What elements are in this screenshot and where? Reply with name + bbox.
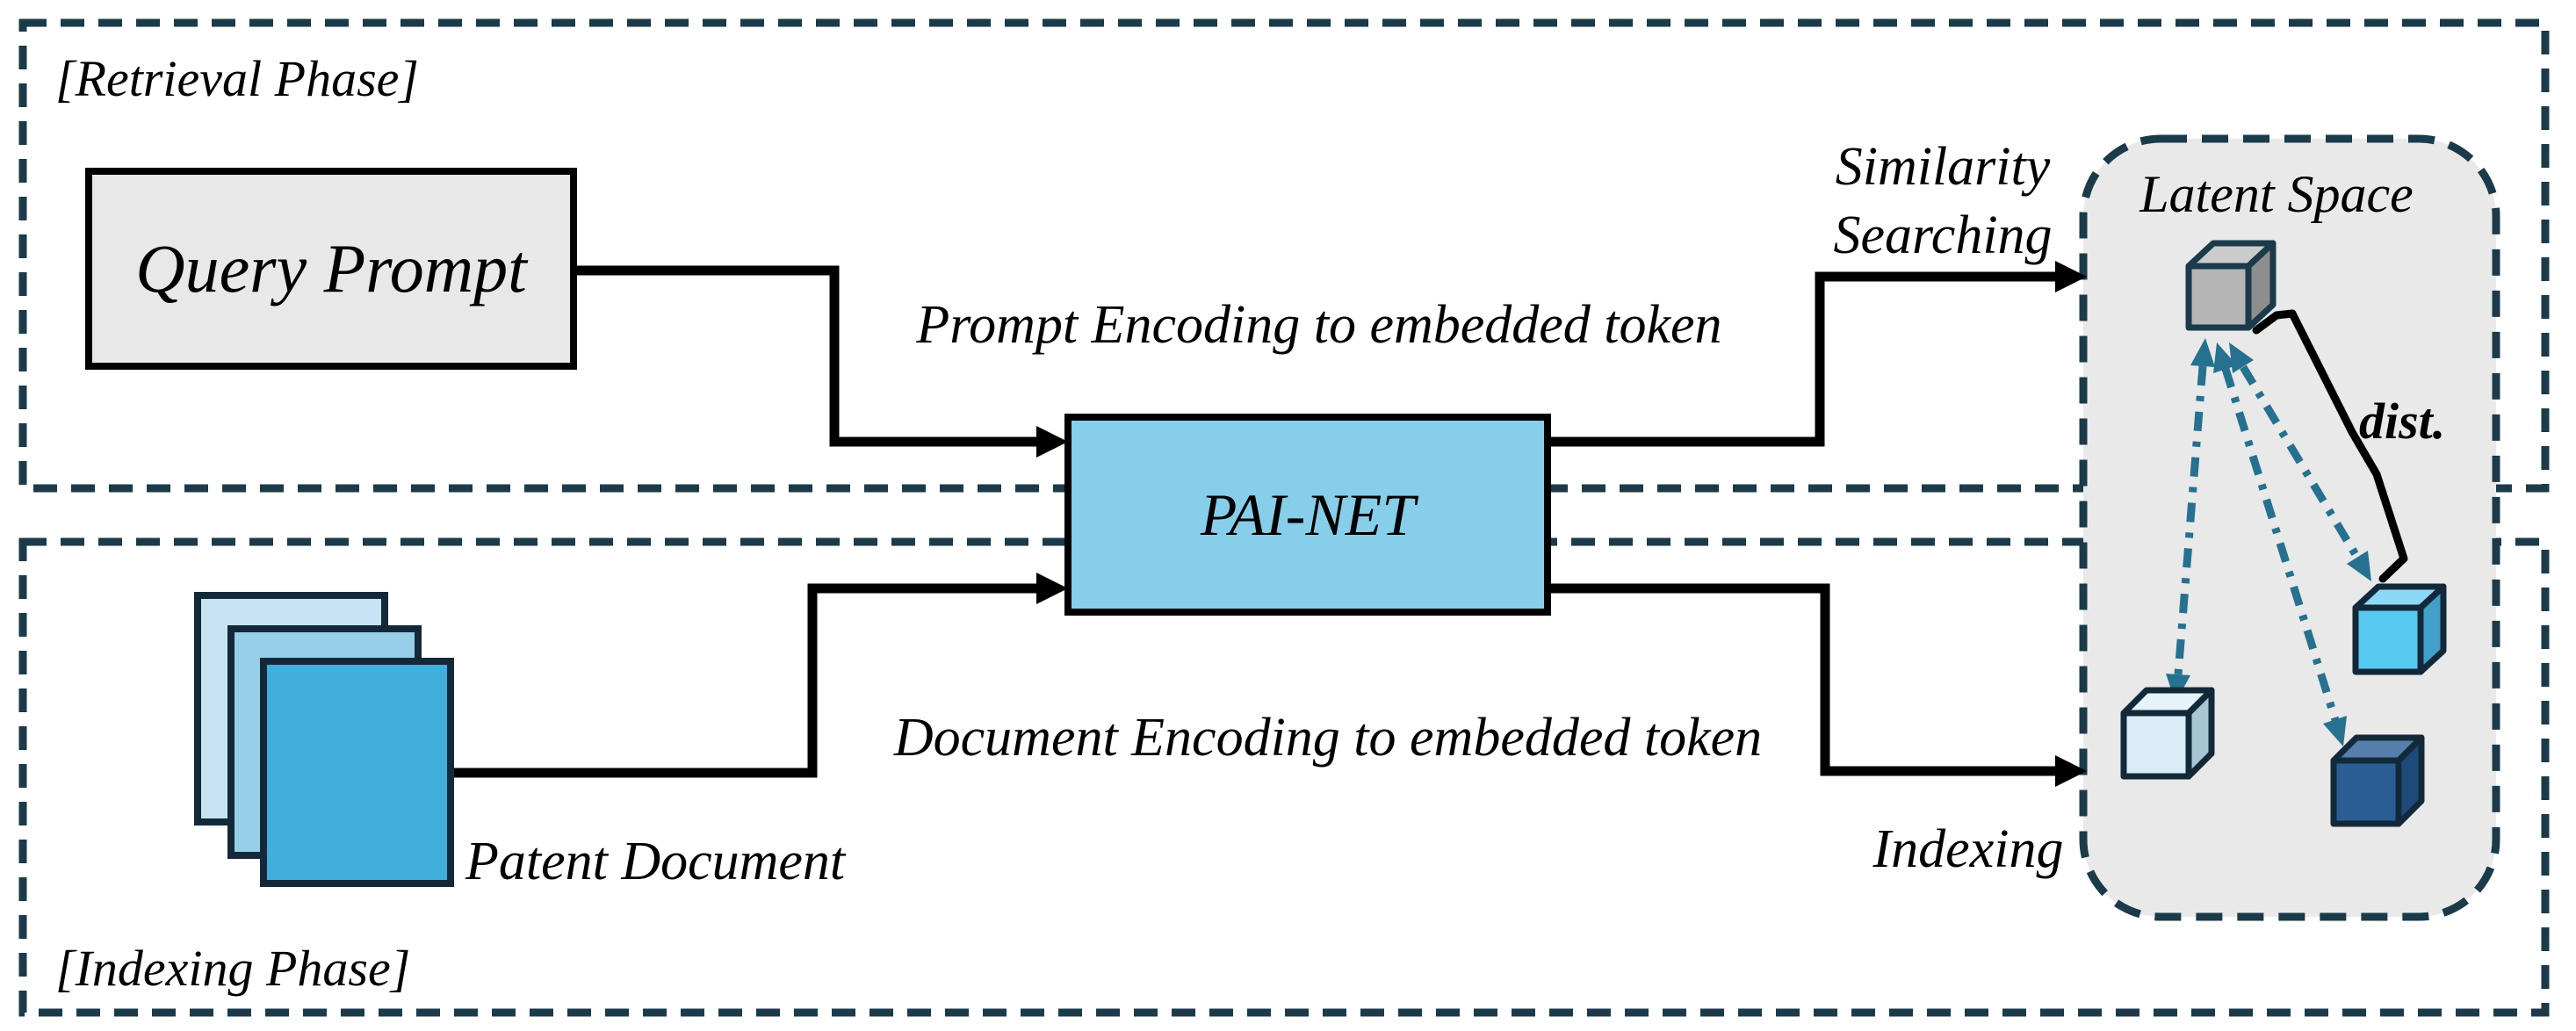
arrowhead-query-input <box>1036 426 1068 458</box>
connector-indexing <box>1548 583 2057 776</box>
prompt-encoding-label: Prompt Encoding to embedded token <box>916 295 1722 355</box>
document-encoding-label: Document Encoding to embedded token <box>893 708 1763 768</box>
doc-cube-light-icon <box>2120 687 2215 780</box>
document-front-sheet <box>260 658 454 887</box>
latent-space-region <box>2079 134 2500 921</box>
retrieval-phase-label: [Retrieval Phase] <box>55 50 419 107</box>
patent-document-label: Patent Document <box>465 832 846 891</box>
indexing-phase-label: [Indexing Phase] <box>55 940 411 997</box>
embedding-distance-arrows <box>2174 364 2361 722</box>
arrowhead-similarity <box>2055 261 2087 292</box>
arrowhead-indexing <box>2055 755 2087 787</box>
indexing-action-label: Indexing <box>1872 819 2064 879</box>
distance-line-dark-cube <box>2221 367 2340 722</box>
document-stack-icon <box>194 592 454 887</box>
doc-cube-dark-icon <box>2330 734 2425 827</box>
distance-line-sky-cube <box>2240 364 2361 560</box>
query-prompt-label: Query Prompt <box>135 230 527 306</box>
similarity-line1: Similarity <box>1835 137 2051 197</box>
connector-similarity-searching <box>1548 271 2057 447</box>
distance-bracket <box>2252 309 2408 583</box>
distance-line-light-cube <box>2174 365 2207 675</box>
connector-query-to-painet <box>574 265 1038 447</box>
doc-cube-sky-icon <box>2352 583 2447 675</box>
distance-label: dist. <box>2359 393 2446 450</box>
arrowhead-document-input <box>1036 573 1068 604</box>
query-embedding-cube-icon <box>2185 240 2277 331</box>
painet-label: PAI-NET <box>1200 480 1416 548</box>
painet-box <box>1064 414 1551 616</box>
query-prompt-box <box>85 168 577 370</box>
latent-space-label: Latent Space <box>2139 165 2414 223</box>
connector-document-to-painet <box>449 583 1038 778</box>
similarity-line2: Searching <box>1833 205 2053 265</box>
similarity-searching-label: Similarity Searching <box>1776 133 2110 270</box>
